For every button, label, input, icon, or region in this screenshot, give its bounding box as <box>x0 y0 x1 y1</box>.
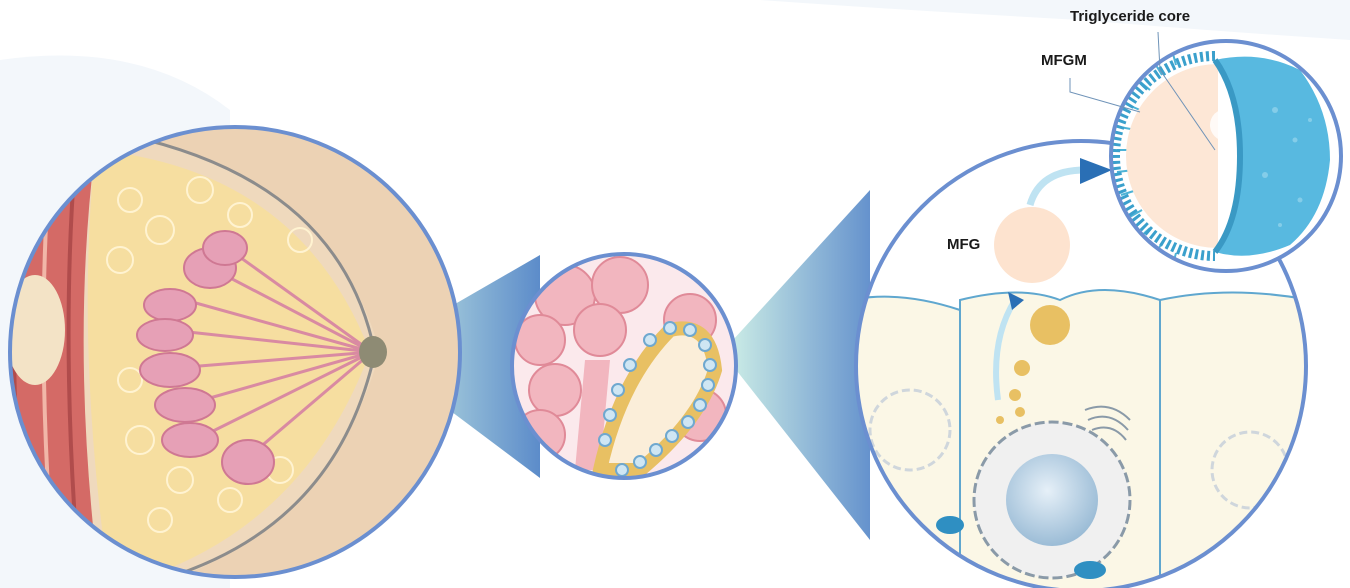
mfgm-label: MFGM <box>1041 52 1087 69</box>
background-blob-right <box>760 0 1350 40</box>
mfg-label: MFG <box>947 236 980 253</box>
triglyceride-core-label: Triglyceride core <box>1070 8 1190 25</box>
zoom-cone-alveolus-to-cell <box>722 190 870 540</box>
mfg-globule <box>994 207 1070 283</box>
